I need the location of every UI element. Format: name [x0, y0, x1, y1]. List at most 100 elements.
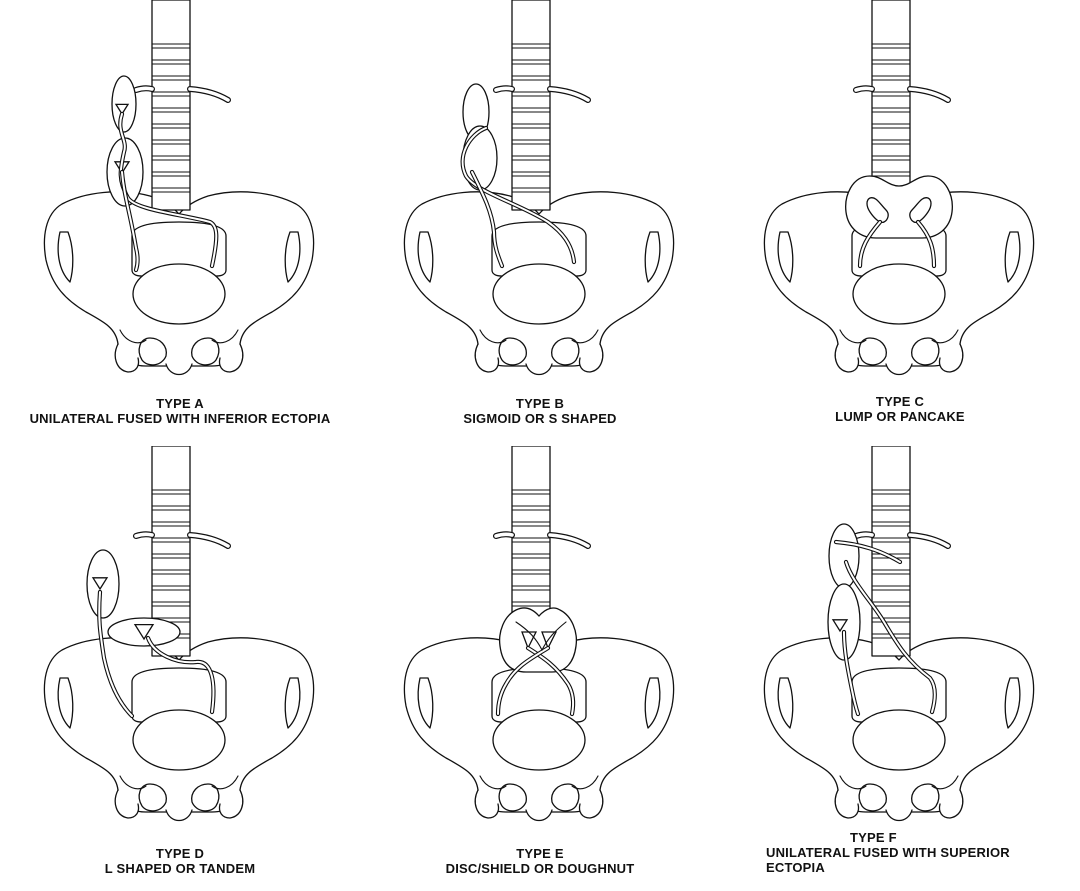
caption-type-e: TYPE E DISC/SHIELD OR DOUGHNUT [360, 846, 720, 876]
ureter-horizontal-kidney-lumen [147, 637, 215, 713]
right-ischium [578, 343, 604, 373]
type-description: UNILATERAL FUSED WITH SUPERIOR [766, 845, 1010, 860]
type-description: UNILATERAL FUSED WITH INFERIOR ECTOPIA [29, 411, 331, 426]
left-ureter-lumen [859, 221, 881, 267]
right-rib-inner [188, 533, 230, 548]
pubic-symphysis [885, 809, 913, 822]
upper-renal-pelvis [91, 577, 109, 591]
left-pubic-line [479, 775, 507, 790]
left-ischium [834, 789, 860, 819]
right-iliac-crest [284, 677, 301, 729]
right-obturator-foramen [911, 783, 940, 812]
left-pubic-line [839, 329, 867, 344]
left-obturator-foramen [138, 337, 167, 366]
pelvic-cavity [852, 709, 946, 771]
right-ischium [218, 789, 244, 819]
type-description: LUMP OR PANCAKE [835, 409, 965, 424]
type-label: TYPE E [516, 846, 564, 861]
left-obturator-foramen [138, 783, 167, 812]
left-ischium [114, 789, 140, 819]
left-rib-inner [854, 86, 874, 92]
left-iliac-crest [57, 231, 74, 283]
left-ischium [834, 343, 860, 373]
left-pubic-line [119, 329, 147, 344]
ureter-ipsilateral-lumen [121, 171, 139, 271]
disc-kidney [498, 607, 578, 673]
left-pubic-line [839, 775, 867, 790]
left-iliac-crest [777, 677, 794, 729]
ureter-lower-lumen [471, 171, 503, 267]
right-iliac-crest [1004, 677, 1021, 729]
left-iliac-crest [57, 677, 74, 729]
panel-type-c: TYPE C LUMP OR PANCAKE [720, 0, 1080, 445]
pubic-symphysis [525, 363, 553, 376]
right-iliac-crest [644, 231, 661, 283]
upper-renal-pelvis [114, 103, 130, 116]
left-renal-pelvis [866, 197, 889, 224]
anatomy-illustration-type-d [43, 446, 315, 822]
type-label: TYPE F [850, 830, 897, 845]
pelvic-cavity [852, 263, 946, 325]
pubic-symphysis [885, 363, 913, 376]
caption-type-f: TYPE F UNILATERAL FUSED WITH SUPERIOR EC… [766, 830, 1080, 875]
pelvic-cavity [492, 263, 586, 325]
left-rib-inner [494, 86, 514, 92]
caption-type-c: TYPE C LUMP OR PANCAKE [720, 394, 1080, 424]
pelvic-inlet [851, 667, 947, 723]
anatomy-illustration-type-a [43, 0, 315, 376]
left-iliac-crest [777, 231, 794, 283]
ureter-vertical-kidney-lumen [98, 591, 133, 717]
pubic-symphysis [165, 363, 193, 376]
vertebral-column [871, 0, 911, 211]
fusion-line [515, 621, 567, 652]
right-ischium [578, 789, 604, 819]
pelvic-inlet [131, 667, 227, 723]
right-ischium [938, 343, 964, 373]
right-iliac-crest [644, 677, 661, 729]
panel-type-d: TYPE D L SHAPED OR TANDEM [0, 446, 360, 891]
left-iliac-crest [417, 677, 434, 729]
type-label: TYPE A [156, 396, 204, 411]
spine [871, 0, 911, 211]
type-description-continued: ECTOPIA [766, 860, 825, 875]
right-pubic-line [211, 775, 239, 790]
left-obturator-foramen [858, 783, 887, 812]
left-pubic-line [479, 329, 507, 344]
crossing-ureter-left-lumen [497, 647, 549, 715]
left-obturator-foramen [498, 783, 527, 812]
right-ischium [938, 789, 964, 819]
left-rib-inner [134, 86, 154, 92]
left-rib-inner [494, 532, 514, 538]
ureter-upper-kidney-lumen [845, 561, 936, 713]
ureter-lower-kidney-lumen [843, 631, 859, 715]
right-obturator-foramen [551, 783, 580, 812]
right-iliac-crest [284, 231, 301, 283]
vertebral-column [151, 0, 191, 211]
right-pubic-line [571, 329, 599, 344]
left-iliac-crest [417, 231, 434, 283]
right-pubic-line [571, 775, 599, 790]
right-ischium [218, 343, 244, 373]
type-description: SIGMOID OR S SHAPED [463, 411, 617, 426]
crossing-ureter-right-lumen [527, 647, 575, 715]
anatomy-illustration-type-b [403, 0, 675, 376]
anatomy-illustration-type-e [403, 446, 675, 822]
pubic-symphysis [165, 809, 193, 822]
left-rib-inner [134, 532, 154, 538]
anatomy-illustration-type-c [763, 0, 1035, 376]
vertebral-column [511, 0, 551, 211]
right-pubic-line [931, 775, 959, 790]
right-obturator-foramen [551, 337, 580, 366]
panel-type-f: TYPE F UNILATERAL FUSED WITH SUPERIOR EC… [720, 446, 1080, 891]
panel-type-b: TYPE B SIGMOID OR S SHAPED [360, 0, 720, 445]
type-label: TYPE D [155, 846, 205, 861]
pelvic-inlet [131, 221, 227, 277]
ureter-upper-lumen [461, 127, 575, 263]
right-rib-inner [548, 87, 590, 102]
crossing-vessel-lumen [835, 541, 901, 563]
right-ureter-lumen [917, 221, 935, 267]
left-obturator-foramen [498, 337, 527, 366]
pelvic-cavity [492, 709, 586, 771]
right-obturator-foramen [191, 783, 220, 812]
right-rib-inner [188, 87, 230, 102]
